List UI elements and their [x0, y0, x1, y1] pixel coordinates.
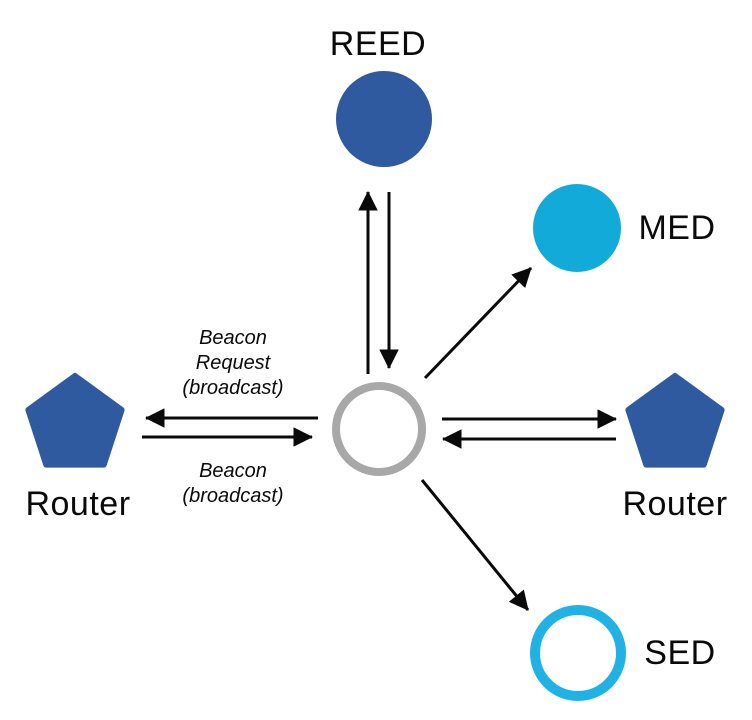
reed-circle-icon — [336, 71, 432, 167]
router-left-label: Router — [25, 485, 130, 523]
annotation-beacon: Beacon (broadcast) — [182, 460, 283, 507]
router-right-pentagon-icon — [625, 373, 725, 468]
beacon-request-line1: Beacon — [199, 327, 267, 349]
router-right-label: Router — [622, 485, 727, 523]
reed-label: REED — [330, 25, 426, 63]
beacon-request-line3: (broadcast) — [182, 377, 283, 399]
node-joiner — [332, 382, 426, 476]
beacon-request-line2: Request — [196, 352, 272, 374]
sed-circle-icon — [530, 605, 626, 701]
sed-label: SED — [644, 634, 715, 672]
joiner-circle-icon — [332, 382, 426, 476]
node-router-right: Router — [622, 373, 727, 523]
med-circle-icon — [533, 184, 621, 272]
router-left-pentagon-icon — [25, 373, 125, 468]
beacon-line2: (broadcast) — [182, 485, 283, 507]
beacon-line1: Beacon — [199, 460, 267, 482]
node-sed: SED — [530, 605, 715, 701]
med-label: MED — [638, 209, 715, 247]
annotation-beacon-request: Beacon Request (broadcast) — [182, 327, 283, 399]
node-router-left: Router — [25, 373, 130, 523]
node-reed: REED — [330, 25, 432, 167]
arrow-joiner-to-med — [423, 266, 533, 380]
arrow-joiner-to-sed — [420, 479, 530, 611]
arrows — [142, 191, 617, 611]
node-med: MED — [533, 184, 715, 272]
